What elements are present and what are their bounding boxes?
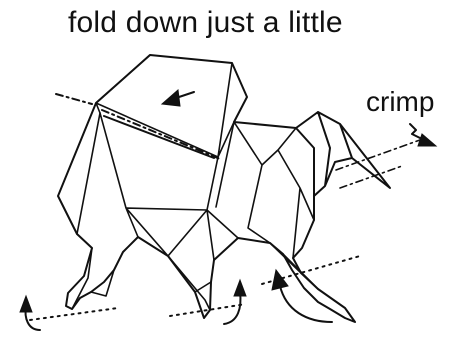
- tail: [296, 112, 390, 196]
- crimp-arrow-icon: [410, 124, 436, 146]
- fold-line-shade: [104, 116, 214, 158]
- crimp-line-bottom: [340, 166, 402, 188]
- fold-line-head: [56, 94, 220, 159]
- right-foot-arrow-icon: [262, 256, 360, 322]
- crimp-line-top: [336, 140, 420, 170]
- middle-foot-arrow-icon: [170, 280, 246, 324]
- left-foot-arrow-icon: [20, 296, 118, 330]
- fold-down-arrow-icon: [162, 90, 194, 106]
- head-fold-edges: [96, 55, 234, 157]
- body-creases: [77, 113, 314, 260]
